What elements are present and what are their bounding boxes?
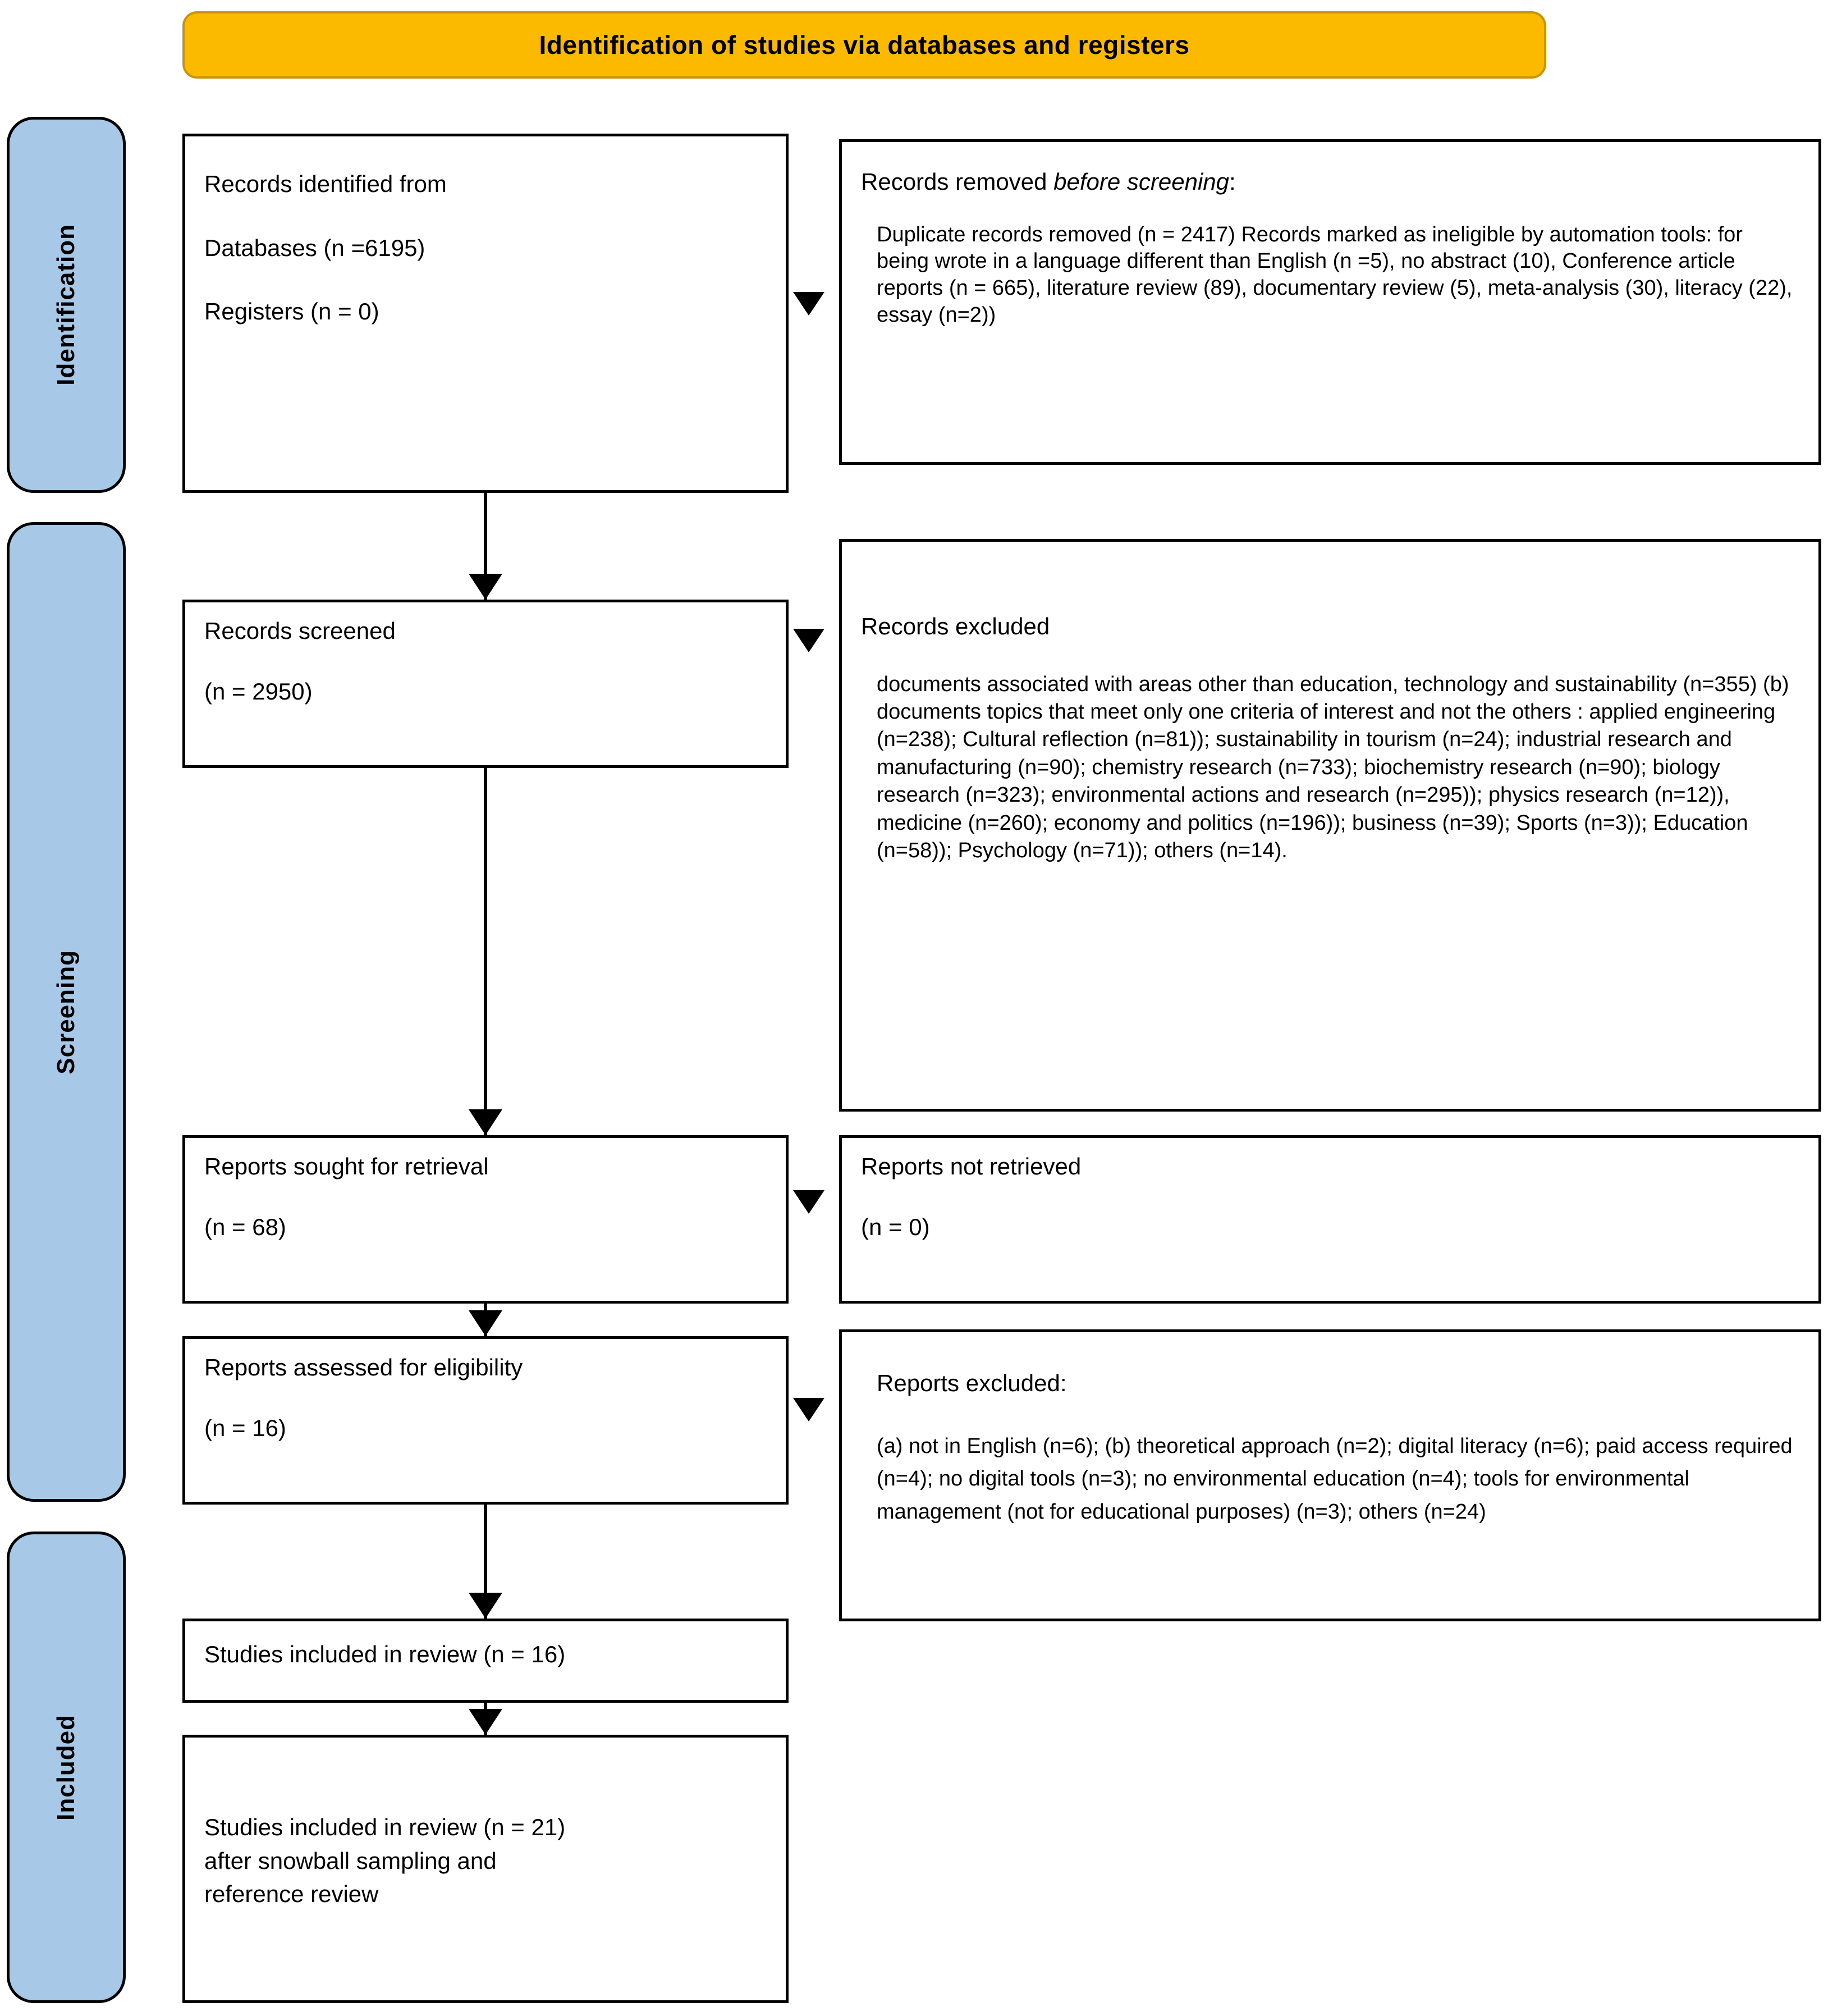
banner-title: Identification of studies via databases …: [539, 30, 1190, 60]
reports-assessed-count: (n = 16): [204, 1414, 286, 1441]
reports-excluded-body: (a) not in English (n=6); (b) theoretica…: [877, 1434, 1793, 1524]
box-reports-assessed: Reports assessed for eligibility (n = 16…: [182, 1336, 789, 1505]
arrow-icon-to-records-removed: [793, 292, 824, 316]
box-studies-included-21: Studies included in review (n = 21) afte…: [182, 1735, 789, 2003]
reports-not-retrieved-title: Reports not retrieved: [861, 1153, 1082, 1180]
records-removed-title: Records removed before screening:: [861, 168, 1799, 196]
box-studies-included-16: Studies included in review (n = 16): [182, 1619, 789, 1703]
stage-included: Included: [7, 1532, 126, 2003]
arrow-down-icon-to-included21: [469, 1709, 502, 1735]
records-identified-databases: Databases (n =6195): [204, 234, 425, 261]
connector-line-assessed-to-included16: [484, 1505, 487, 1619]
stage-label-screening: Screening: [52, 949, 80, 1075]
reports-sought-count: (n = 68): [204, 1213, 286, 1240]
connector-line-screened-to-sought: [484, 768, 487, 1135]
arrow-icon-to-records-excluded: [793, 629, 824, 652]
records-excluded-title: Records excluded: [861, 613, 1050, 639]
stage-screening: Screening: [7, 522, 126, 1502]
box-records-identified: Records identified from Databases (n =61…: [182, 134, 789, 493]
stage-label-identification: Identification: [52, 224, 80, 386]
records-removed-title-suffix: :: [1229, 168, 1236, 195]
studies-included-21-title: Studies included in review (n = 21) afte…: [204, 1814, 566, 1908]
records-removed-title-italic: before screening: [1053, 168, 1230, 195]
box-reports-not-retrieved: Reports not retrieved (n = 0): [839, 1135, 1821, 1304]
arrow-icon-to-reports-excluded: [793, 1398, 824, 1421]
records-screened-title: Records screened: [204, 618, 396, 644]
box-reports-excluded: Reports excluded: (a) not in English (n=…: [839, 1329, 1821, 1621]
reports-not-retrieved-count: (n = 0): [861, 1213, 930, 1240]
reports-assessed-title: Reports assessed for eligibility: [204, 1354, 523, 1380]
stage-label-included: Included: [52, 1714, 80, 1821]
records-screened-count: (n = 2950): [204, 678, 313, 705]
arrow-down-icon-to-included16: [469, 1593, 502, 1619]
records-identified-registers: Registers (n = 0): [204, 298, 379, 325]
arrow-down-icon-to-assessed: [469, 1310, 502, 1336]
box-records-excluded: Records excluded documents associated wi…: [839, 539, 1821, 1112]
records-removed-title-prefix: Records removed: [861, 168, 1054, 195]
records-excluded-body: documents associated with areas other th…: [877, 672, 1789, 862]
box-records-removed-before-screening: Records removed before screening: Duplic…: [839, 139, 1821, 465]
records-identified-title: Records identified from: [204, 171, 447, 197]
stage-identification: Identification: [7, 117, 126, 493]
header-banner: Identification of studies via databases …: [182, 11, 1546, 79]
reports-sought-title: Reports sought for retrieval: [204, 1153, 489, 1180]
studies-included-16-title: Studies included in review (n = 16): [204, 1641, 566, 1667]
box-reports-sought: Reports sought for retrieval (n = 68): [182, 1135, 789, 1304]
arrow-down-icon-to-sought: [469, 1109, 502, 1135]
box-records-screened: Records screened (n = 2950): [182, 600, 789, 768]
arrow-down-icon-to-screened: [469, 574, 502, 600]
records-removed-body: Duplicate records removed (n = 2417) Rec…: [877, 222, 1793, 327]
connector-line-identified-to-screened: [484, 493, 487, 600]
arrow-icon-to-reports-not-retrieved: [793, 1190, 824, 1214]
reports-excluded-title: Reports excluded:: [877, 1370, 1067, 1396]
